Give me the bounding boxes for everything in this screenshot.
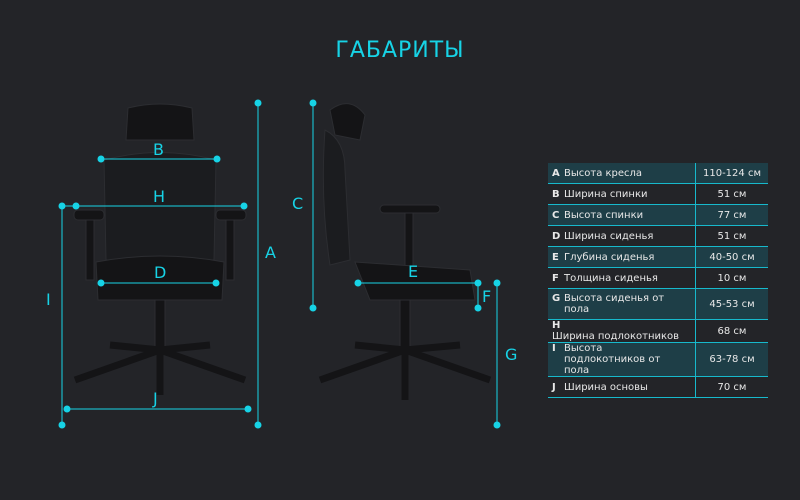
row-key: D — [552, 230, 561, 242]
dimension-lines — [58, 99, 501, 429]
row-value: 10 см — [695, 267, 768, 289]
row-name: Ширина основы — [564, 381, 648, 393]
row-value: 63-78 см — [695, 342, 768, 377]
dimensions-table: A Высота кресла 110-124 см B Ширина спинки 51… — [548, 163, 768, 398]
row-key: A — [552, 167, 560, 179]
row-name: Ширина сиденья — [564, 230, 654, 242]
row-key: F — [552, 272, 559, 284]
row-key: E — [552, 251, 559, 263]
table-row: J Ширина основы 70 см — [548, 376, 768, 398]
row-name: Глубина сиденья — [564, 251, 655, 263]
row-value: 70 см — [695, 376, 768, 398]
label-e: E — [408, 262, 419, 281]
table-row: C Высота спинки 77 см — [548, 204, 768, 226]
label-i: I — [46, 290, 51, 309]
table-row: I Высота подлокотников от пола 63-78 см — [548, 342, 768, 377]
row-value: 110-124 см — [695, 163, 768, 184]
row-key: C — [552, 209, 560, 221]
table-row: F Толщина сиденья 10 см — [548, 267, 768, 289]
row-value: 51 см — [695, 183, 768, 205]
table-row: A Высота кресла 110-124 см — [548, 163, 768, 184]
row-name: Высота кресла — [564, 167, 643, 179]
label-c: C — [292, 194, 304, 213]
row-key: J — [552, 381, 556, 393]
row-value: 68 см — [695, 319, 768, 343]
table-row: HШирина подлокотников 68 см — [548, 319, 768, 343]
row-name: Ширина спинки — [564, 188, 648, 200]
row-name: Высота подлокотников от пола — [564, 343, 661, 376]
label-a: A — [265, 243, 276, 262]
label-j: J — [153, 389, 158, 408]
label-h: H — [153, 187, 166, 206]
table-row: E Глубина сиденья 40-50 см — [548, 246, 768, 268]
row-value: 40-50 см — [695, 246, 768, 268]
page-title: ГАБАРИТЫ — [335, 38, 465, 63]
label-f: F — [482, 287, 492, 306]
side-chair-image — [318, 103, 492, 400]
row-value: 51 см — [695, 225, 768, 247]
row-value: 45-53 см — [695, 288, 768, 320]
row-key: B — [552, 188, 560, 200]
row-name: Толщина сиденья — [564, 272, 658, 284]
label-b: B — [153, 140, 164, 159]
row-key: G — [552, 293, 561, 304]
row-name: Ширина подлокотников — [552, 331, 680, 342]
row-key: H — [552, 320, 561, 331]
row-name: Высота спинки — [564, 209, 644, 221]
label-g: G — [505, 345, 518, 364]
row-key: I — [552, 343, 556, 354]
table-row: B Ширина спинки 51 см — [548, 183, 768, 205]
row-value: 77 см — [695, 204, 768, 226]
row-name: Высота сиденья от пола — [564, 293, 665, 315]
label-d: D — [154, 263, 167, 282]
